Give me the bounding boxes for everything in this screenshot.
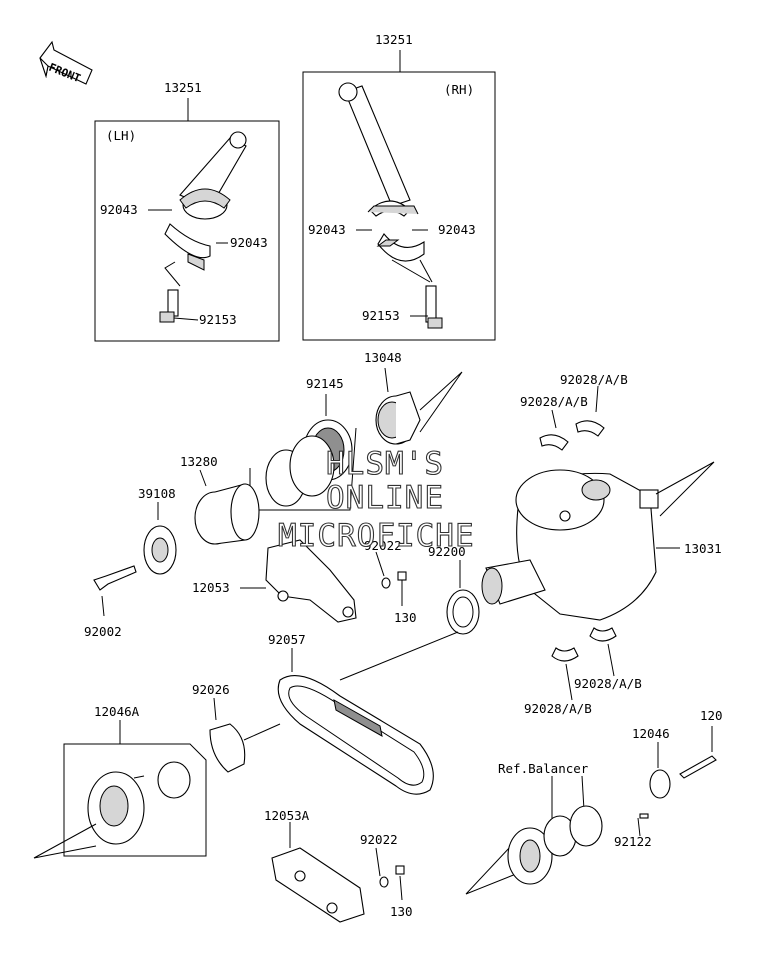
watermark-line2: ONLINE	[326, 480, 444, 516]
label-92028-4: 92028/A/B	[524, 701, 592, 716]
guide-12053a	[271, 822, 405, 923]
seal-39108	[143, 502, 177, 575]
label-92022-bottom: 92022	[360, 832, 398, 847]
label-12046a: 12046A	[94, 704, 140, 719]
watermark-line3: MICROFICHE	[278, 518, 475, 554]
label-13031: 13031	[684, 541, 722, 556]
sprocket-12046a	[33, 720, 207, 859]
main-bearings-92028	[539, 385, 617, 701]
label-92002: 92002	[84, 624, 122, 639]
label-92022-top: 92022	[364, 538, 402, 553]
label-92043-rh-left: 92043	[308, 222, 346, 237]
label-92028-1: 92028/A/B	[560, 372, 628, 387]
label-39108: 39108	[138, 486, 176, 501]
label-92057: 92057	[268, 632, 306, 647]
plate-92026	[209, 697, 281, 773]
label-92153-rh: 92153	[362, 308, 400, 323]
label-92043-lh-upper: 92043	[100, 202, 138, 217]
label-92043-rh-right: 92043	[438, 222, 476, 237]
crankshaft-13031	[481, 461, 715, 621]
label-92026: 92026	[192, 682, 230, 697]
label-92043-lh-lower: 92043	[230, 235, 268, 250]
label-12046: 12046	[632, 726, 670, 741]
bracket-12053	[240, 539, 407, 623]
label-rh: (RH)	[444, 82, 474, 97]
label-130-top: 130	[394, 610, 417, 625]
label-13251-lh-group: 13251	[164, 80, 202, 95]
label-92200: 92200	[428, 544, 466, 559]
label-92122: 92122	[614, 834, 652, 849]
conrod-lh-box	[94, 98, 280, 342]
label-130-bottom: 130	[390, 904, 413, 919]
label-92153-lh: 92153	[199, 312, 237, 327]
label-13048: 13048	[364, 350, 402, 365]
label-120: 120	[700, 708, 723, 723]
conrod-rh-box	[302, 50, 496, 341]
label-13251-rh-group: 13251	[375, 32, 413, 47]
label-92028-2: 92028/A/B	[520, 394, 588, 409]
sleeve-13280	[194, 435, 335, 545]
front-arrow-icon: FRONT	[39, 40, 93, 85]
watermark-line1: HLSM'S	[326, 446, 444, 482]
plate-92200	[446, 560, 480, 635]
label-12053: 12053	[192, 580, 230, 595]
label-13280: 13280	[180, 454, 218, 469]
label-lh: (LH)	[106, 128, 136, 143]
chain-92057	[277, 631, 459, 795]
label-ref-balancer: Ref.Balancer	[498, 761, 589, 776]
bolt-92002	[93, 565, 137, 617]
label-92145: 92145	[306, 376, 344, 391]
bearing-13048	[375, 367, 463, 445]
label-92028-3: 92028/A/B	[574, 676, 642, 691]
label-12053a: 12053A	[264, 808, 310, 823]
balancer-group	[465, 726, 717, 895]
